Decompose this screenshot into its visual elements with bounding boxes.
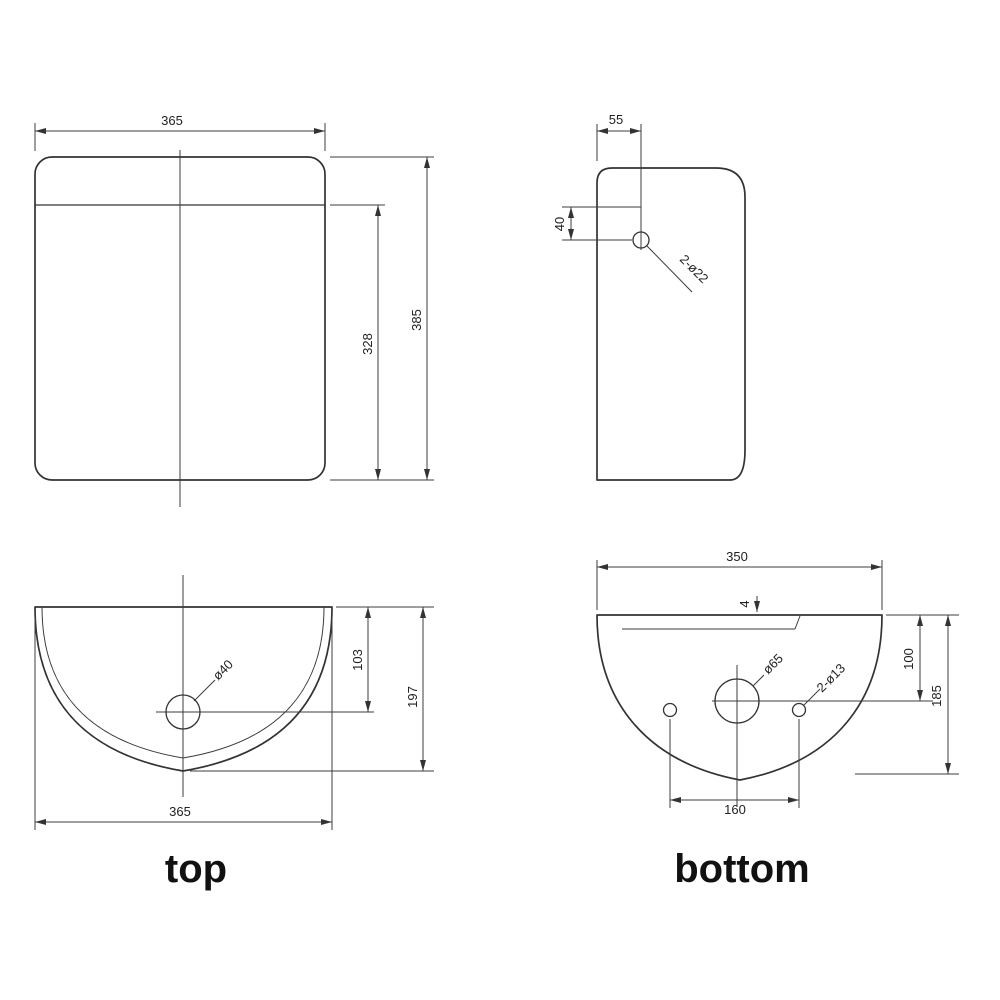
top-view-title: top [165, 847, 227, 891]
dim-side-offset-side-label: 40 [552, 217, 567, 231]
dim-side-offset-side: 40 [552, 206, 641, 241]
dim-front-inner-height: 328 [330, 204, 385, 480]
dim-side-offset-top-label: 55 [609, 112, 623, 127]
dim-top-width: 365 [34, 615, 333, 830]
dim-bottom-holes-small-label: 2-ø13 [814, 661, 849, 696]
dim-top-hole-label: ø40 [210, 657, 236, 683]
dim-front-inner-height-label: 328 [360, 333, 375, 355]
dim-front-height: 385 [330, 156, 434, 481]
dim-bottom-depth: 185 [855, 615, 959, 775]
front-view: 365 385 328 [34, 113, 434, 507]
bottom-hole-small-right [791, 702, 807, 718]
dim-bottom-rim: 4 [737, 596, 760, 612]
dim-bottom-width-label: 350 [726, 549, 748, 564]
dim-bottom-width: 350 [596, 549, 883, 610]
bottom-hole-large [714, 678, 760, 724]
side-view: 55 40 2-ø22 [552, 112, 746, 481]
bottom-rim-ledge-join [794, 615, 801, 630]
dim-bottom-hole-large-label: ø65 [760, 651, 786, 677]
top-hole [165, 694, 201, 730]
bottom-outline [596, 614, 883, 781]
side-outline [596, 167, 746, 481]
dim-bottom-hole-large: ø65 [752, 651, 786, 687]
dim-front-width: 365 [34, 113, 326, 151]
dim-bottom-hole-spacing: 160 [669, 719, 800, 817]
dim-top-depth: 197 [190, 607, 434, 772]
dim-front-height-label: 385 [409, 309, 424, 331]
dim-side-holes-label: 2-ø22 [677, 252, 712, 287]
dim-front-width-label: 365 [161, 113, 183, 128]
dim-bottom-holes-small: 2-ø13 [803, 661, 849, 706]
dim-top-hole-offset-label: 103 [350, 649, 365, 671]
dim-side-offset-top: 55 [596, 112, 641, 161]
dim-bottom-hole-offset-label: 100 [901, 648, 916, 670]
dim-side-holes: 2-ø22 [646, 245, 712, 293]
dim-bottom-rim-label: 4 [737, 600, 752, 607]
top-view: ø40 103 197 365 top [34, 575, 434, 891]
dim-bottom-depth-label: 185 [929, 685, 944, 707]
dim-top-width-label: 365 [169, 804, 191, 819]
bottom-hole-small-left [662, 702, 678, 718]
dim-top-hole: ø40 [193, 657, 236, 702]
dim-bottom-hole-spacing-label: 160 [724, 802, 746, 817]
bottom-view-title: bottom [674, 847, 810, 891]
dim-top-hole-offset: 103 [336, 606, 434, 712]
bottom-view: 350 4 ø65 2-ø13 100 185 [596, 549, 959, 891]
dim-top-depth-label: 197 [405, 686, 420, 708]
